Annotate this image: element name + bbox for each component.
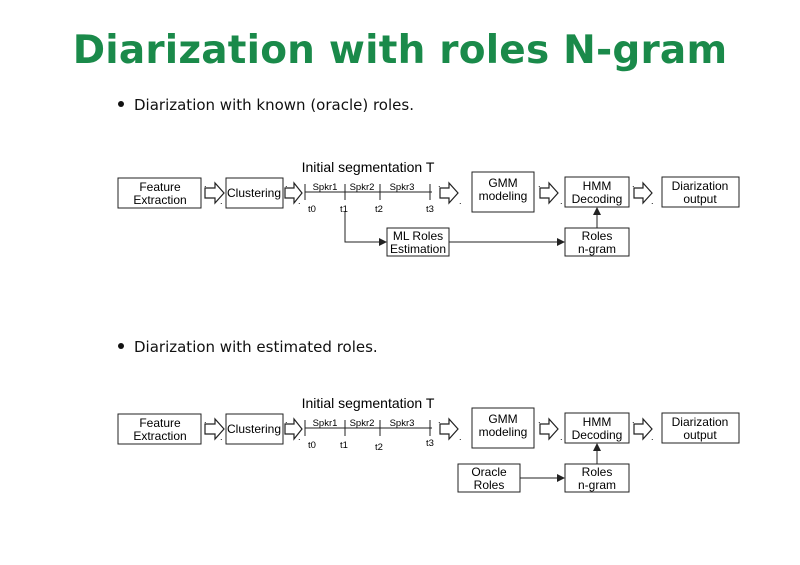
- hmm-decoding-box: HMM Decoding: [564, 412, 630, 444]
- bullet-text: Diarization with estimated roles.: [134, 338, 378, 356]
- t3-label: t3: [426, 438, 434, 449]
- gmm-label-1: GMM: [488, 176, 517, 190]
- spkr1-label: Spkr1: [313, 418, 338, 429]
- bullet-item-known-roles: Diarization with known (oracle) roles.: [118, 96, 414, 114]
- gmm-label-2: modeling: [479, 189, 528, 203]
- hmm-label-1: HMM: [583, 179, 612, 193]
- spkr2-label: Spkr2: [350, 418, 375, 429]
- flow-arrow-icon: [539, 181, 559, 205]
- flow-arrow-icon: [439, 417, 459, 441]
- oracle-roles-box: Oracle Roles: [457, 463, 521, 493]
- initial-segmentation: Initial segmentation T Spkr1 Spkr2 Spkr3…: [302, 395, 435, 453]
- dot-mark: .: [632, 179, 635, 189]
- hmm-label-2: Decoding: [572, 428, 623, 442]
- spkr3-label: Spkr3: [390, 418, 415, 429]
- clustering-label: Clustering: [227, 186, 281, 200]
- t1-label: t1: [340, 440, 348, 451]
- dot-mark: .: [560, 196, 563, 206]
- hmm-decoding-box: HMM Decoding: [564, 176, 630, 208]
- diarization-output-box: Diarization output: [661, 412, 740, 444]
- segmentation-title: Initial segmentation T: [302, 395, 435, 411]
- output-label-1: Diarization: [672, 415, 729, 429]
- spkr1-label: Spkr1: [313, 182, 338, 193]
- dot-mark: .: [298, 432, 301, 442]
- clustering-label: Clustering: [227, 422, 281, 436]
- initial-segmentation: Initial segmentation T Spkr1 Spkr2 Spkr3…: [302, 159, 435, 215]
- feature-extraction-box: Feature Extraction: [117, 177, 202, 209]
- t0-label: t0: [308, 440, 316, 451]
- dot-mark: .: [285, 179, 288, 189]
- flow-arrow-icon: [439, 181, 459, 205]
- dot-mark: .: [298, 196, 301, 206]
- roles-ngram-label-1: Roles: [582, 465, 613, 479]
- flow-arrow-icon: [539, 417, 559, 441]
- gmm-modeling-box: GMM modeling: [471, 171, 535, 213]
- dot-mark: .: [651, 196, 654, 206]
- dot-mark: .: [204, 179, 207, 189]
- roles-ngram-box: Roles n-gram: [564, 227, 630, 257]
- t3-label: t3: [426, 204, 434, 215]
- bullet-dot-icon: [118, 101, 124, 107]
- feature-extraction-box: Feature Extraction: [117, 413, 202, 445]
- clustering-box: Clustering: [225, 177, 284, 209]
- roles-ngram-box: Roles n-gram: [564, 463, 630, 493]
- flow-arrow-icon: [284, 181, 303, 205]
- ml-roles-estimation-box: ML Roles Estimation: [386, 227, 450, 257]
- output-label-2: output: [683, 192, 717, 206]
- spkr3-label: Spkr3: [390, 182, 415, 193]
- ml-roles-label-2: Estimation: [390, 242, 446, 256]
- dot-mark: .: [538, 415, 541, 425]
- dot-mark: .: [459, 196, 462, 206]
- feature-extraction-label-1: Feature: [139, 416, 181, 430]
- diagram-estimated-roles: Feature Extraction . . Clustering . . In…: [117, 395, 740, 493]
- ml-roles-label-1: ML Roles: [393, 229, 443, 243]
- bullet-item-estimated-roles: Diarization with estimated roles.: [118, 338, 378, 356]
- feature-extraction-label-1: Feature: [139, 180, 181, 194]
- flow-arrow-icon: [633, 417, 653, 441]
- bullet-text: Diarization with known (oracle) roles.: [134, 96, 414, 114]
- dot-mark: .: [438, 415, 441, 425]
- t0-label: t0: [308, 204, 316, 215]
- t1-label: t1: [340, 204, 348, 215]
- flow-arrow-icon: [284, 417, 303, 441]
- segmentation-title: Initial segmentation T: [302, 159, 435, 175]
- output-label-1: Diarization: [672, 179, 729, 193]
- t2-label: t2: [375, 204, 383, 215]
- diagram-oracle-roles: Feature Extraction . . Clustering . . In…: [117, 159, 740, 257]
- gmm-label-1: GMM: [488, 412, 517, 426]
- roles-ngram-label-1: Roles: [582, 229, 613, 243]
- feature-extraction-label-2: Extraction: [133, 193, 186, 207]
- dot-mark: .: [632, 415, 635, 425]
- dot-mark: .: [651, 432, 654, 442]
- slide-title: Diarization with roles N-gram: [72, 28, 728, 73]
- dot-mark: .: [285, 415, 288, 425]
- feature-extraction-label-2: Extraction: [133, 429, 186, 443]
- spkr2-label: Spkr2: [350, 182, 375, 193]
- diarization-output-box: Diarization output: [661, 176, 740, 208]
- dot-mark: .: [538, 179, 541, 189]
- bullet-dot-icon: [118, 343, 124, 349]
- gmm-label-2: modeling: [479, 425, 528, 439]
- dot-mark: .: [438, 179, 441, 189]
- oracle-roles-label-1: Oracle: [471, 465, 507, 479]
- flow-arrow-icon: [204, 417, 225, 441]
- connector-arrow: [344, 212, 387, 246]
- roles-ngram-label-2: n-gram: [578, 242, 616, 256]
- hmm-label-2: Decoding: [572, 192, 623, 206]
- hmm-label-1: HMM: [583, 415, 612, 429]
- t2-label: t2: [375, 442, 383, 453]
- dot-mark: .: [220, 196, 223, 206]
- oracle-roles-label-2: Roles: [474, 478, 505, 492]
- dot-mark: .: [560, 432, 563, 442]
- dot-mark: .: [204, 415, 207, 425]
- clustering-box: Clustering: [225, 413, 284, 445]
- gmm-modeling-box: GMM modeling: [471, 407, 535, 449]
- flow-arrow-icon: [633, 181, 653, 205]
- dot-mark: .: [459, 432, 462, 442]
- roles-ngram-label-2: n-gram: [578, 478, 616, 492]
- flow-arrow-icon: [204, 181, 225, 205]
- output-label-2: output: [683, 428, 717, 442]
- dot-mark: .: [220, 432, 223, 442]
